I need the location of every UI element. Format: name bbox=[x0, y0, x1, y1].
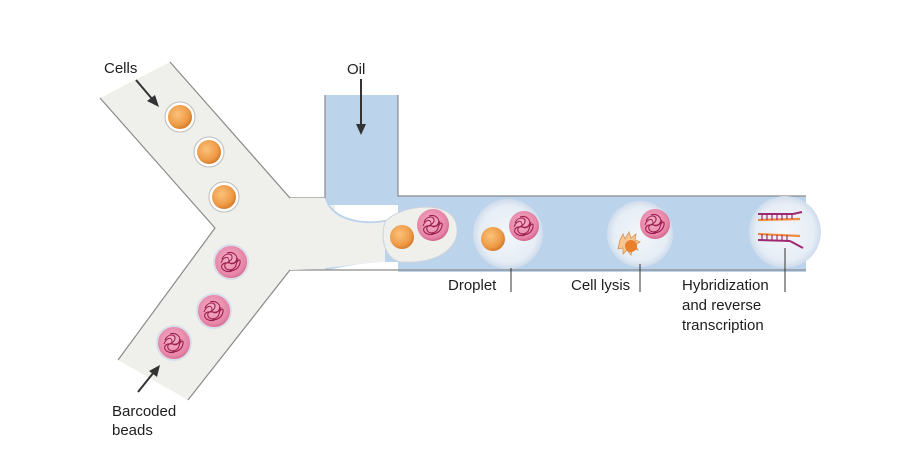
label-hybridization-line1: Hybridization bbox=[682, 277, 769, 294]
arrowhead-oil bbox=[356, 124, 366, 135]
bead bbox=[640, 209, 670, 239]
beads-lower-arm bbox=[156, 244, 249, 361]
label-barcoded-beads-line2: beads bbox=[112, 422, 153, 439]
bead bbox=[417, 209, 449, 241]
bead bbox=[196, 293, 232, 329]
bead bbox=[213, 244, 249, 280]
label-droplet: Droplet bbox=[448, 277, 497, 294]
arrow-beads bbox=[137, 371, 155, 393]
droplet-cell-lysis bbox=[607, 201, 673, 267]
rna-strands bbox=[757, 211, 804, 249]
cell-nucleus bbox=[197, 140, 221, 164]
label-cells: Cells bbox=[104, 60, 138, 77]
droplet-with-cell-and-bead bbox=[473, 199, 543, 269]
label-hybridization-line3: transcription bbox=[682, 317, 764, 334]
bead bbox=[156, 325, 192, 361]
label-cell-lysis: Cell lysis bbox=[571, 277, 631, 294]
droplet-hybridization bbox=[749, 196, 821, 268]
cells-upper-arm bbox=[164, 101, 240, 213]
junction-pinch bbox=[290, 198, 385, 270]
cell-nucleus bbox=[212, 185, 236, 209]
label-barcoded-beads-line1: Barcoded bbox=[112, 403, 177, 420]
cell-nucleus bbox=[390, 225, 414, 249]
cell-nucleus bbox=[481, 227, 505, 251]
label-oil: Oil bbox=[347, 61, 366, 78]
bead bbox=[509, 211, 539, 241]
label-hybridization-line2: and reverse bbox=[682, 297, 762, 314]
leader-lines bbox=[510, 248, 786, 292]
cell-nucleus bbox=[168, 105, 192, 129]
forming-droplet bbox=[382, 206, 458, 263]
arrows bbox=[135, 79, 366, 393]
arrow-cells bbox=[135, 79, 154, 101]
arrowhead-beads bbox=[149, 365, 160, 377]
arrowhead-cells bbox=[147, 95, 159, 107]
cell-nucleus bbox=[625, 240, 637, 252]
